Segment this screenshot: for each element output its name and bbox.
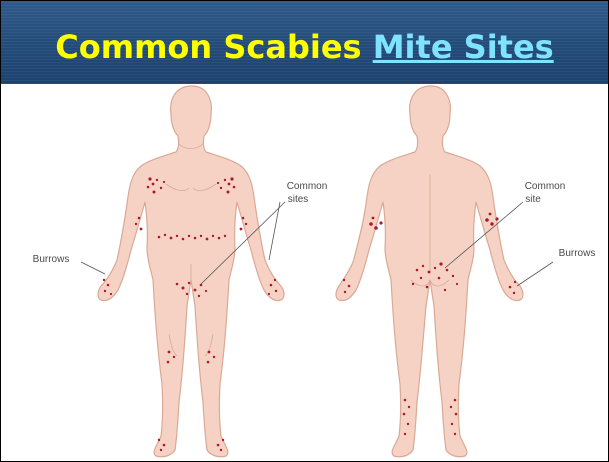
back-common-site-label: Common xyxy=(525,181,566,192)
title-text: Common Scabies xyxy=(55,28,361,66)
front-body-figure: Common sites Burrows xyxy=(33,86,328,457)
front-burrows-label: Burrows xyxy=(33,254,70,265)
back-common-site-label-line2: site xyxy=(525,194,541,205)
slide-title: Common Scabies Mite Sites xyxy=(1,27,608,67)
front-common-sites-label: Common xyxy=(287,181,328,192)
title-link[interactable]: Mite Sites xyxy=(373,28,554,66)
back-body-figure: Common site Burrows xyxy=(336,86,595,457)
front-common-sites-label-line2: sites xyxy=(288,194,309,205)
title-bar: Common Scabies Mite Sites xyxy=(1,1,608,84)
body-diagram: Common sites Burrows Common si xyxy=(1,84,608,461)
back-burrows-label: Burrows xyxy=(559,248,596,259)
